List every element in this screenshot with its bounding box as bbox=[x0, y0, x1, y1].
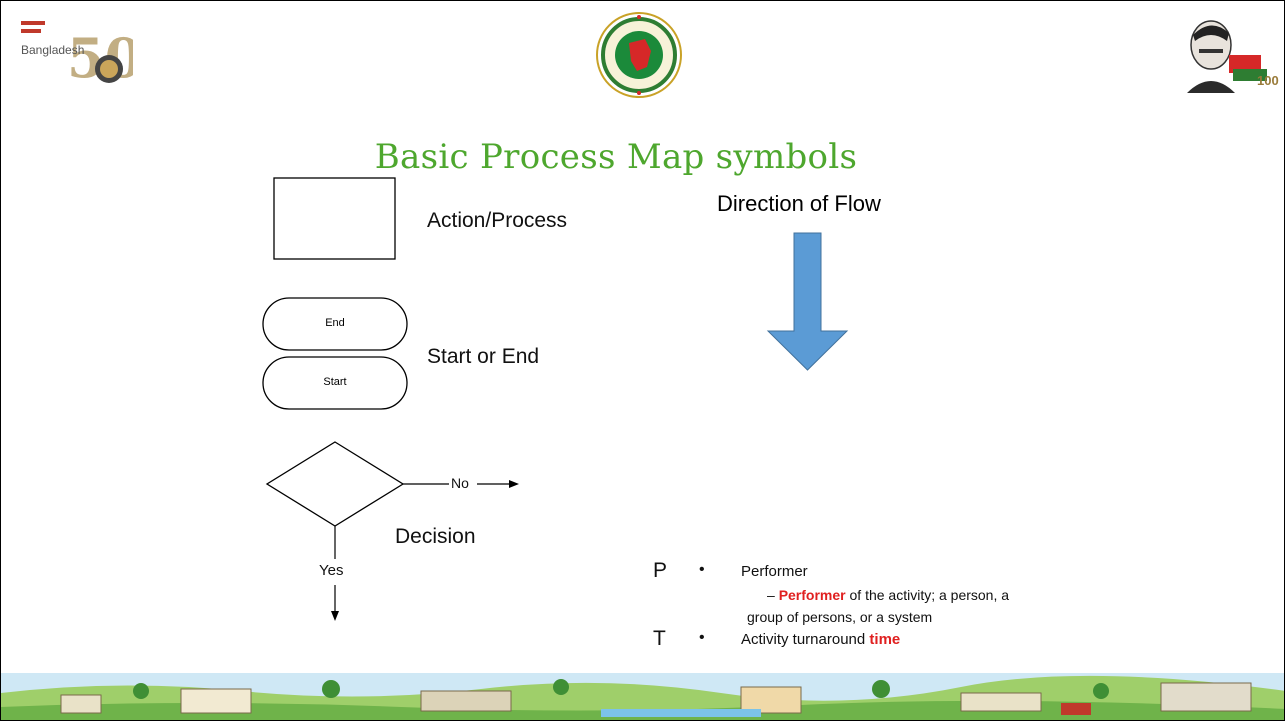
no-label: No bbox=[451, 475, 469, 491]
start-terminator-symbol bbox=[262, 356, 408, 410]
legend-p-bullet: • bbox=[699, 561, 705, 578]
direction-of-flow-title: Direction of Flow bbox=[717, 191, 881, 216]
bangladesh-50-logo: 50 Bangladesh bbox=[15, 11, 142, 90]
flow-down-arrow bbox=[766, 232, 849, 371]
legend-t-time: time bbox=[869, 631, 901, 648]
government-seal bbox=[595, 11, 683, 99]
legend-p-detail-line2: group of persons, or a system bbox=[747, 609, 933, 625]
action-process-label: Action/Process bbox=[427, 209, 568, 232]
legend-t-text: Activity turnaround time bbox=[741, 631, 900, 648]
yes-label: Yes bbox=[319, 562, 344, 579]
end-terminator-symbol bbox=[262, 297, 408, 351]
process-box-symbol bbox=[273, 177, 396, 260]
decision-diamond-symbol bbox=[265, 441, 405, 527]
logo-country-text: Bangladesh bbox=[21, 43, 85, 57]
yes-arrow-head bbox=[331, 611, 339, 621]
end-text: End bbox=[325, 317, 345, 329]
start-or-end-label: Start or End bbox=[427, 345, 540, 368]
decision-label: Decision bbox=[395, 525, 476, 548]
legend-box: P • Performer – Performer of the activit… bbox=[651, 557, 1111, 661]
legend-p-letter: P bbox=[653, 559, 668, 582]
legend-t-text-main: Activity turnaround bbox=[741, 631, 870, 648]
legend-t-letter: T bbox=[653, 627, 666, 650]
logo-graphic: 50 bbox=[21, 21, 142, 90]
start-text: Start bbox=[323, 376, 347, 388]
legend-p-title: Performer bbox=[741, 563, 808, 580]
slide-title: Basic Process Map symbols bbox=[374, 137, 858, 177]
legend-t-bullet: • bbox=[699, 629, 705, 646]
legend-p-detail: – Performer of the activity; a person, a bbox=[767, 587, 1009, 603]
legend-p-performer-bold: Performer bbox=[778, 587, 846, 603]
legend-p-detail-rest: of the activity; a person, a bbox=[845, 587, 1010, 603]
mujib-100-logo: 100 bbox=[1177, 13, 1279, 93]
no-arrow-head bbox=[509, 480, 519, 488]
legend-p-dash: – bbox=[767, 587, 775, 603]
bottom-village-banner bbox=[1, 673, 1284, 720]
mujib-100-text: 100 bbox=[1257, 73, 1279, 88]
